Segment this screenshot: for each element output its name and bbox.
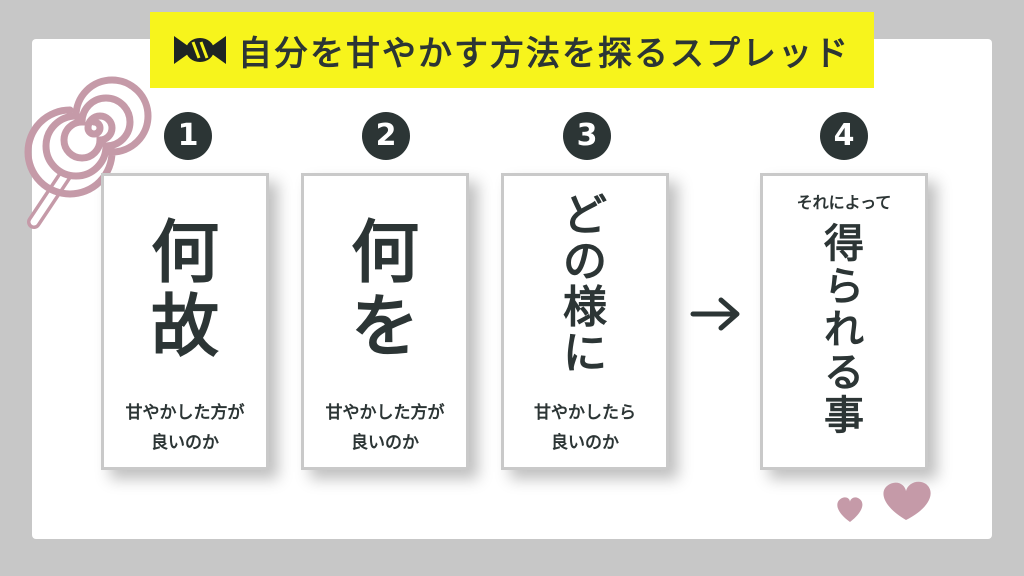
card-main-char: 得 [824, 221, 864, 267]
card-main-char: に [563, 328, 607, 379]
card-main-char: を [350, 288, 419, 367]
step-number-4: 4 [820, 112, 868, 160]
card-sub-line: 甘やかしたら [534, 403, 636, 423]
step-number-1: 1 [164, 112, 212, 160]
card-main-text: 得 ら れ る 事 [763, 224, 925, 436]
card-main-char: 何 [350, 214, 419, 293]
card-main-char: 何 [150, 214, 219, 293]
card-top-text: それによって [796, 193, 892, 212]
card-sub-text: 甘やかしたら 良いのか [504, 398, 666, 458]
card-main-char: 事 [824, 393, 864, 439]
card-main-char: ら [824, 264, 864, 310]
card-sub-line: 良いのか [151, 433, 219, 453]
card-main-text: 何 故 [104, 220, 266, 362]
card-main-char: る [824, 350, 864, 396]
card-sub-line: 甘やかした方が [125, 403, 245, 423]
card-how: ど の 様 に 甘やかしたら 良いのか [501, 173, 669, 470]
step-number-3: 3 [563, 112, 611, 160]
candy-icon [174, 36, 226, 64]
card-main-char: ど [563, 190, 607, 241]
card-main-char: の [563, 236, 607, 287]
card-main-text: ど の 様 に [504, 194, 666, 376]
card-main-char: 故 [150, 288, 219, 367]
card-why: 何 故 甘やかした方が 良いのか [101, 173, 269, 470]
step-number-2: 2 [362, 112, 410, 160]
card-sub-text: 甘やかした方が 良いのか [104, 398, 266, 458]
card-result: それによって 得 ら れ る 事 [760, 173, 928, 470]
card-sub-text: 甘やかした方が 良いのか [304, 398, 466, 458]
card-main-text: 何 を [304, 220, 466, 362]
hearts-icon [837, 481, 931, 522]
arrow-right-icon [690, 297, 740, 331]
card-sub-line: 良いのか [551, 433, 619, 453]
card-sub-line: 甘やかした方が [325, 403, 445, 423]
title-banner: 自分を甘やかす方法を探るスプレッド [150, 12, 874, 88]
lollipop-icon [24, 76, 152, 229]
card-main-char: れ [824, 307, 864, 353]
card-main-char: 様 [563, 282, 607, 333]
page-title: 自分を甘やかす方法を探るスプレッド [238, 33, 850, 74]
card-what: 何 を 甘やかした方が 良いのか [301, 173, 469, 470]
card-sub-line: 良いのか [351, 433, 419, 453]
